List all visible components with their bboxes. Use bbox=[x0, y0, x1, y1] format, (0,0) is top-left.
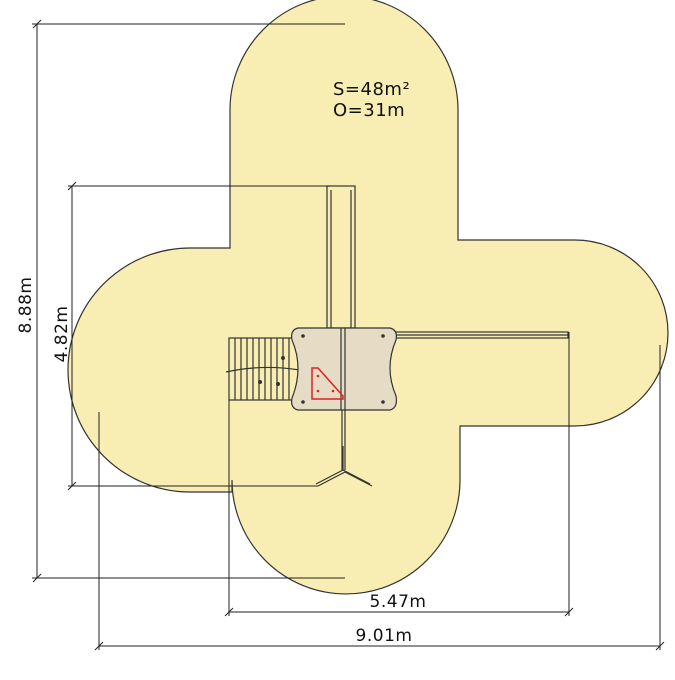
surface-area-label: S=48m² bbox=[333, 79, 410, 100]
safety-area bbox=[67, 0, 669, 595]
dimension-total-width: 9.01m bbox=[94, 345, 665, 651]
y-support bbox=[315, 446, 371, 485]
total-width-label: 9.01m bbox=[356, 626, 413, 646]
equipment-width-label: 5.47m bbox=[370, 592, 427, 612]
stairs bbox=[225, 337, 301, 401]
equipment-height-label: 4.82m bbox=[52, 306, 72, 363]
dimension-total-height: 8.88m bbox=[16, 19, 345, 583]
total-height-label: 8.88m bbox=[16, 277, 36, 334]
marker-triangle bbox=[311, 367, 344, 400]
main-platform bbox=[291, 327, 397, 411]
play-equipment bbox=[225, 185, 569, 487]
dimension-equipment-width: 5.47m bbox=[224, 332, 574, 617]
dimension-equipment-height: 4.82m bbox=[52, 181, 330, 491]
perimeter-label: O=31m bbox=[333, 100, 405, 121]
